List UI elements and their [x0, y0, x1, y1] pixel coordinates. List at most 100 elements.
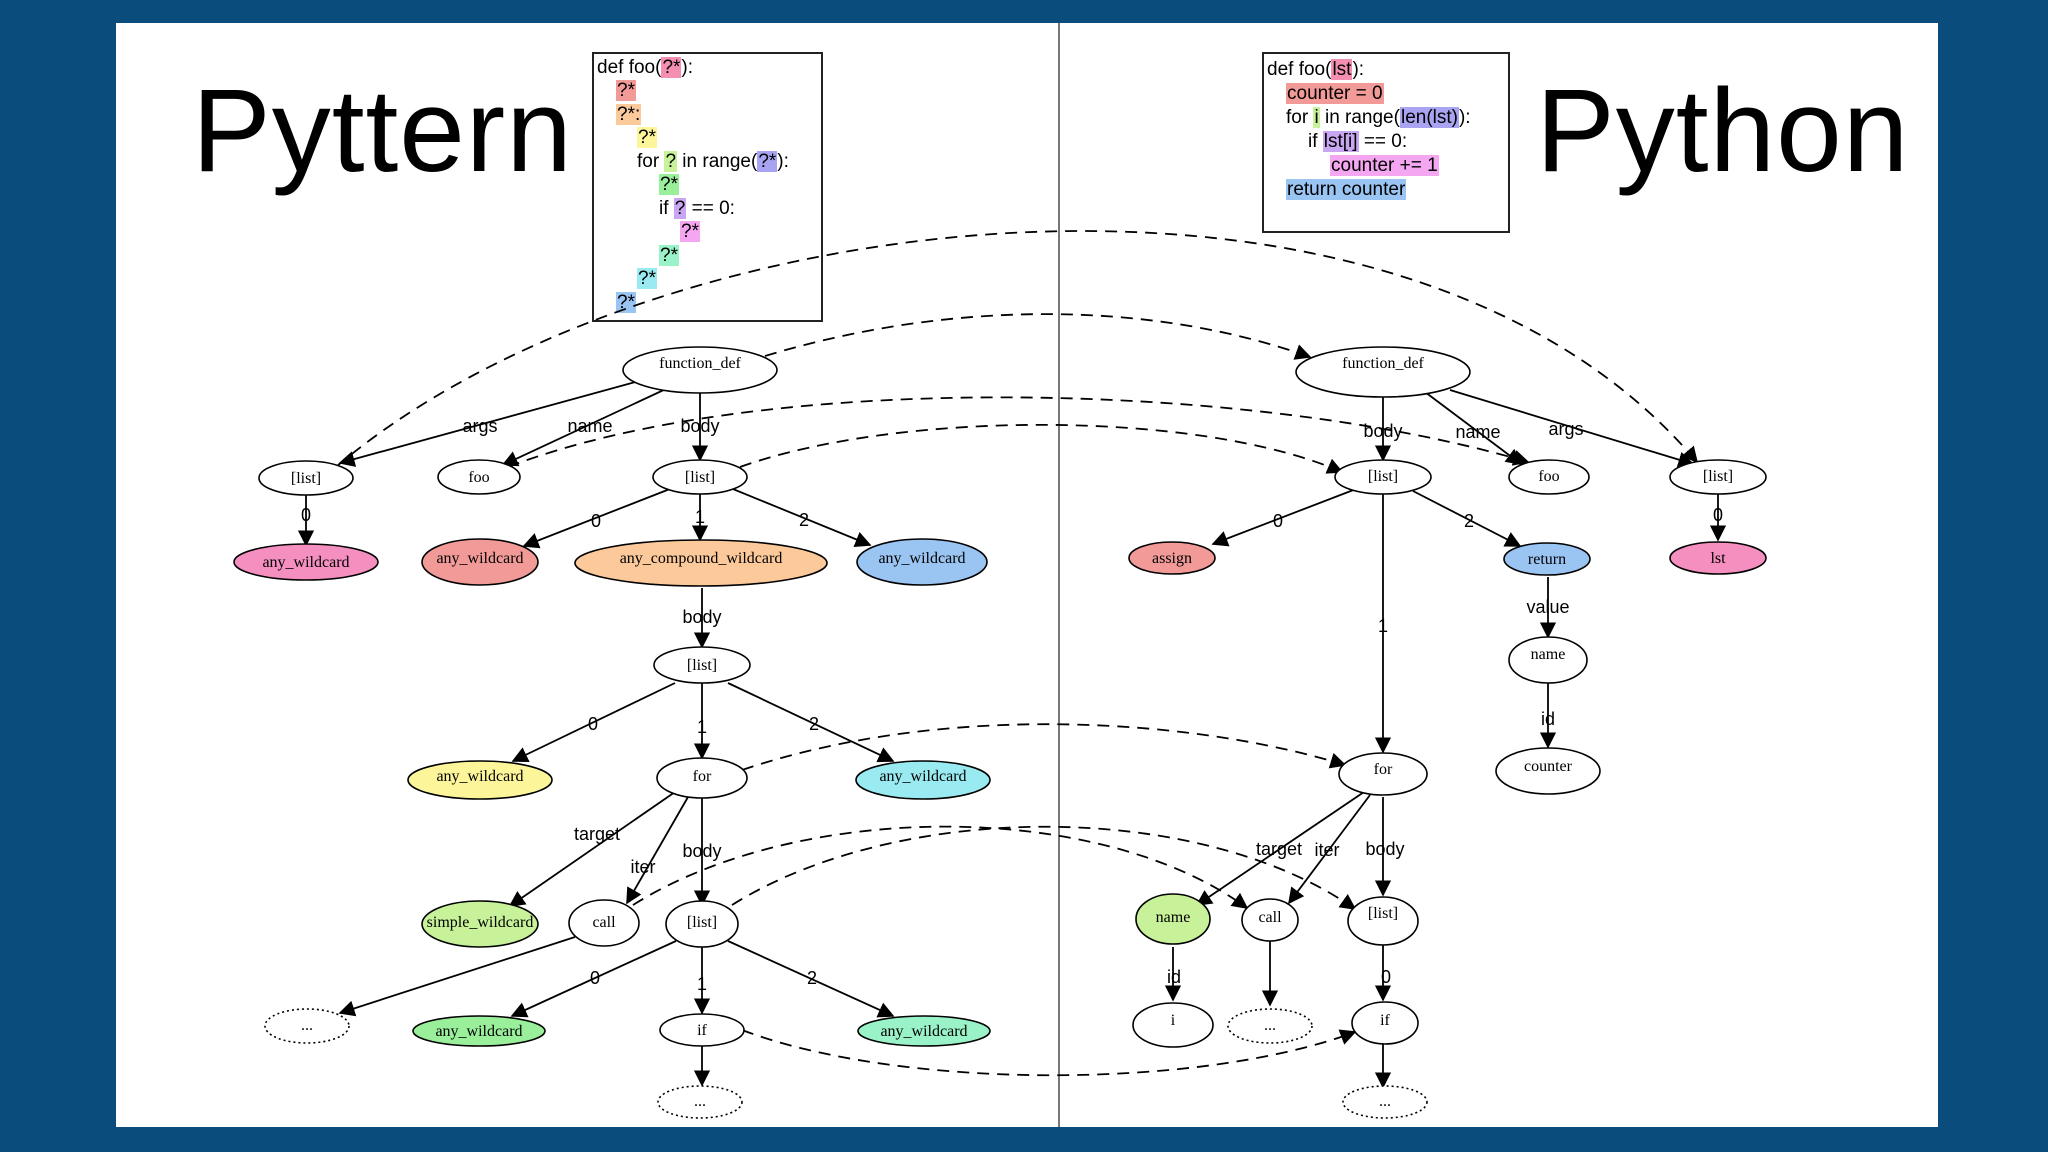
- svg-text:function_def: function_def: [659, 355, 741, 372]
- svg-text:name: name: [1156, 909, 1191, 926]
- highlighted-code-token: ?*: [637, 268, 657, 289]
- svg-text:any_wildcard: any_wildcard: [880, 1023, 967, 1040]
- ast-node-list: [list]: [652, 459, 748, 495]
- ast-node-any-wildcard: any_wildcard: [856, 538, 988, 586]
- ast-node-list: [list]: [653, 646, 751, 684]
- edge-label: 1: [695, 507, 705, 527]
- ast-node-name: foo: [1508, 459, 1590, 495]
- code-token: if: [1308, 131, 1323, 152]
- ast-node-ellipsis: ...: [1342, 1085, 1428, 1119]
- mapping-curve-args: [335, 230, 1699, 468]
- svg-text:[list]: [list]: [291, 470, 321, 487]
- svg-text:...: ...: [694, 1093, 706, 1110]
- svg-text:any_wildcard: any_wildcard: [262, 554, 349, 571]
- edge-label: iter: [630, 857, 655, 877]
- code-line: for i in range(len(lst)):: [1286, 107, 1471, 129]
- ast-node-function-def: function_def: [622, 346, 778, 394]
- code-line: if ? == 0:: [659, 198, 735, 220]
- ast-node-name: foo: [437, 459, 521, 495]
- code-line: ?*: [659, 245, 679, 267]
- ast-node-lst: lst: [1669, 541, 1767, 575]
- ast-node-name: name: [1135, 893, 1211, 945]
- ast-node-any-wildcard: any_wildcard: [857, 1015, 991, 1047]
- svg-text:if: if: [697, 1022, 707, 1039]
- svg-text:...: ...: [301, 1017, 313, 1034]
- code-line: for ? in range(?*):: [637, 151, 789, 173]
- mapping-curve-function-def: [764, 313, 1312, 360]
- edge-label: 0: [1381, 967, 1391, 987]
- code-token: def foo(: [1267, 59, 1332, 80]
- slide-background: [116, 23, 1938, 1127]
- svg-text:any_wildcard: any_wildcard: [436, 768, 523, 785]
- code-token: == 0:: [686, 198, 735, 219]
- pyttern-title: Pyttern: [192, 65, 573, 197]
- svg-text:if: if: [1380, 1012, 1390, 1029]
- ast-node-call: call: [1241, 898, 1299, 942]
- left-tree-edges: [297, 377, 895, 1087]
- code-token: for: [1286, 107, 1314, 128]
- edge-label: target: [574, 824, 620, 844]
- highlighted-code-token: len(lst): [1399, 107, 1459, 128]
- svg-text:[list]: [list]: [687, 914, 717, 931]
- svg-text:return: return: [1528, 551, 1566, 568]
- ast-node-if: if: [1351, 1001, 1419, 1045]
- ast-node-list: [list]: [258, 460, 354, 496]
- svg-text:foo: foo: [468, 469, 489, 486]
- edge-label: body: [1363, 421, 1402, 441]
- svg-text:any_compound_wildcard: any_compound_wildcard: [620, 550, 783, 567]
- edge-label: 0: [301, 505, 311, 525]
- right-tree-nodes: function_def [list] foo [list] assign re…: [1128, 346, 1767, 1119]
- code-token: in range(: [677, 151, 758, 172]
- ast-node-for: for: [1338, 752, 1428, 796]
- edge-label: body: [682, 841, 721, 861]
- highlighted-code-token: ?*: [661, 57, 682, 78]
- code-line: return counter: [1286, 179, 1407, 201]
- code-line: counter = 0: [1286, 83, 1384, 105]
- svg-text:for: for: [693, 768, 712, 785]
- ast-node-if: if: [659, 1013, 745, 1047]
- ast-node-simple-wildcard: simple_wildcard: [421, 900, 539, 948]
- edge-label: body: [682, 607, 721, 627]
- svg-text:[list]: [list]: [1703, 468, 1733, 485]
- edge-label: 1: [697, 717, 707, 737]
- code-line: def foo(lst):: [1267, 59, 1364, 81]
- mapping-curve-call: [632, 825, 1249, 909]
- left-tree-edge-labels: args name body 0 0 1 2 body 0 1 2 target…: [301, 416, 819, 994]
- ast-node-any-compound-wildcard: any_compound_wildcard: [574, 539, 828, 587]
- svg-text:any_wildcard: any_wildcard: [879, 768, 966, 785]
- left-tree-nodes: function_def [list] foo [list] any_wildc…: [233, 346, 991, 1119]
- highlighted-code-token: return counter: [1286, 179, 1407, 200]
- edge-label: 0: [590, 968, 600, 988]
- edge-label: args: [1548, 419, 1583, 439]
- code-line: ?*:: [616, 104, 642, 126]
- code-line: counter += 1: [1330, 155, 1439, 177]
- edge-label: args: [462, 416, 497, 436]
- edge-label: 0: [588, 714, 598, 734]
- highlighted-code-token: counter += 1: [1330, 155, 1439, 176]
- edge-label: 2: [809, 714, 819, 734]
- code-token: ):: [681, 57, 694, 78]
- code-line: ?*: [637, 268, 657, 290]
- svg-text:i: i: [1171, 1012, 1176, 1029]
- ast-node-for: for: [656, 757, 748, 799]
- mapping-curve-for: [741, 723, 1347, 771]
- svg-text:[list]: [list]: [687, 657, 717, 674]
- svg-text:[list]: [list]: [1368, 468, 1398, 485]
- svg-text:any_wildcard: any_wildcard: [436, 550, 523, 567]
- code-token: ):: [1458, 107, 1471, 128]
- edge-label: body: [680, 416, 719, 436]
- highlighted-code-token: ?: [664, 151, 678, 172]
- code-token: in range(: [1319, 107, 1400, 128]
- highlighted-code-token: ?*: [680, 221, 700, 242]
- highlighted-code-token: lst[i]: [1322, 131, 1359, 152]
- highlighted-code-token: ?*: [616, 80, 636, 101]
- code-token: ):: [1352, 59, 1365, 80]
- ast-node-ellipsis: ...: [1227, 1008, 1313, 1044]
- edge-label: id: [1541, 709, 1555, 729]
- code-token: for: [637, 151, 665, 172]
- svg-text:[list]: [list]: [1368, 905, 1398, 922]
- highlighted-code-token: lst: [1331, 59, 1353, 80]
- ast-node-list: [list]: [665, 900, 739, 948]
- highlighted-code-token: ?*: [637, 127, 657, 148]
